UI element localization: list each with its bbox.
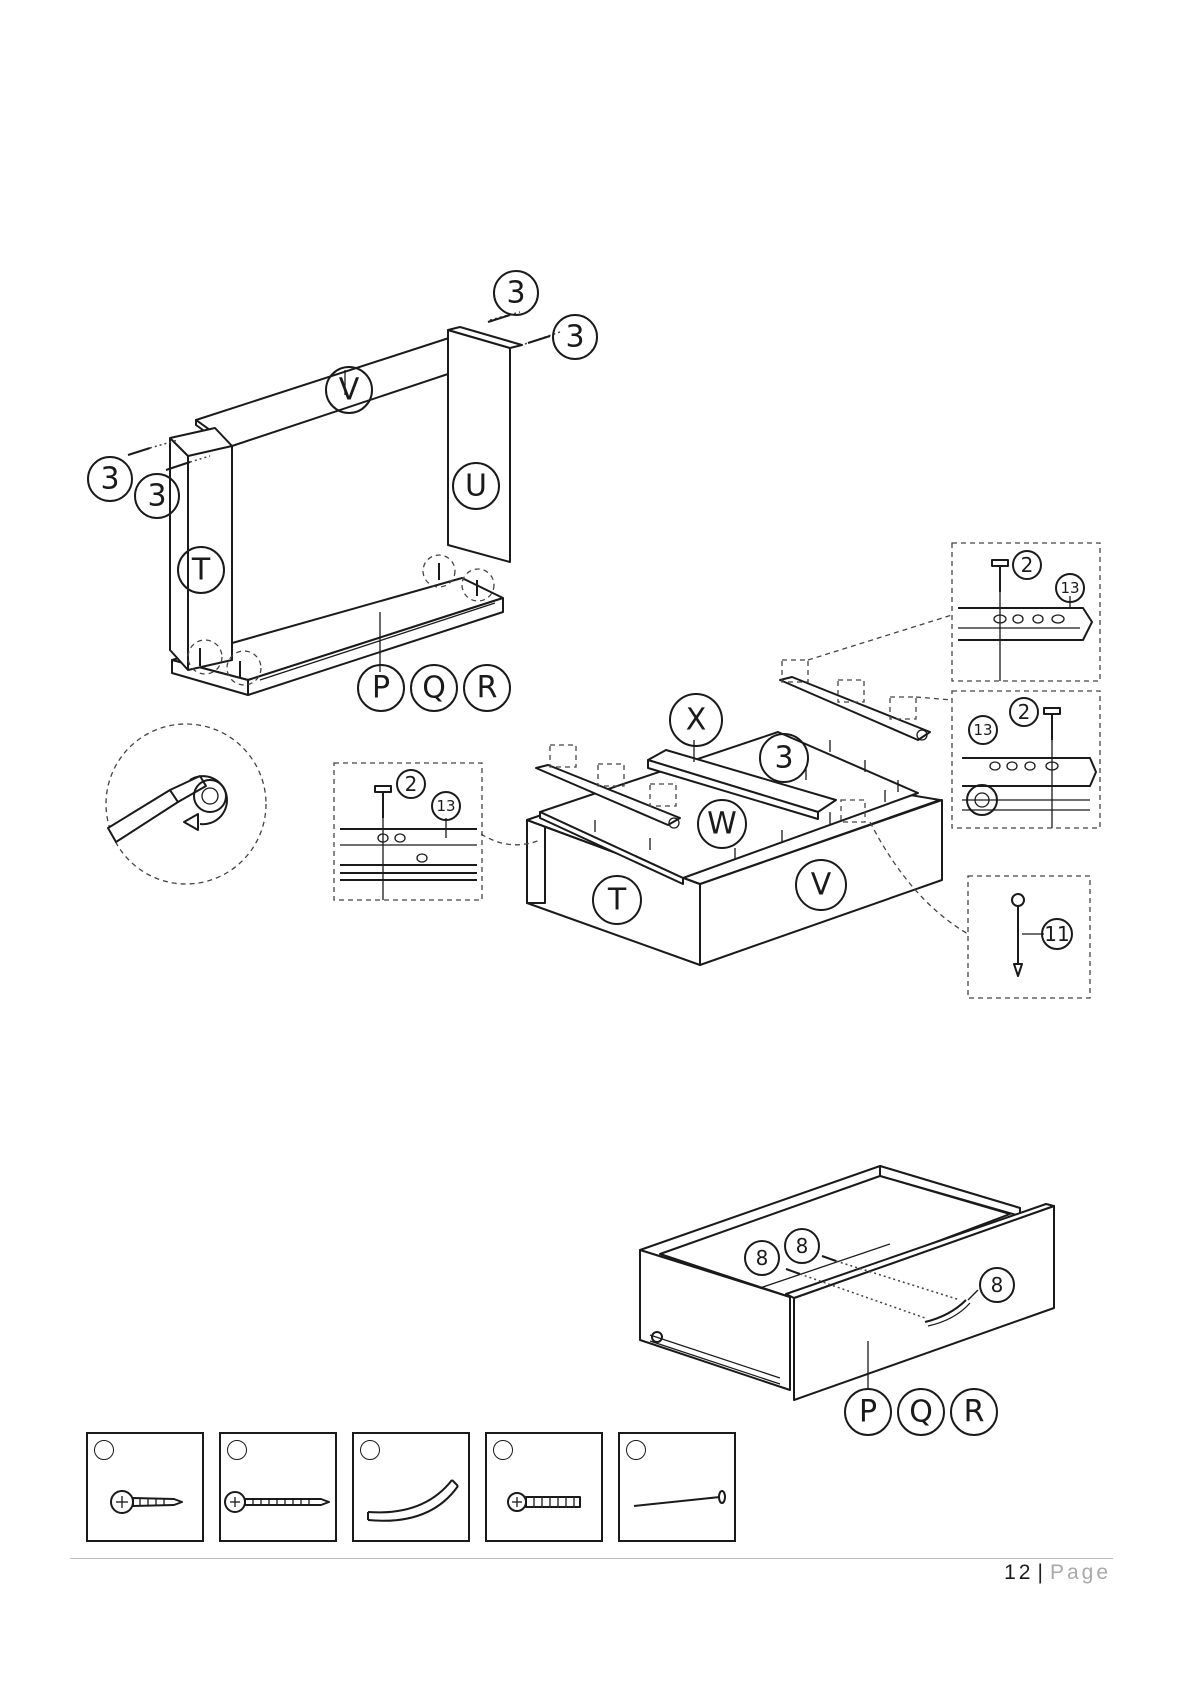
callout-screw-3-middle: 3 — [774, 741, 793, 776]
step-bottom-drawer: 8 8 8 P Q R — [640, 1166, 1054, 1435]
callout-screw-3d: 3 — [147, 479, 166, 514]
handle-icon — [354, 1464, 468, 1540]
label-panel-t-middle: T — [607, 883, 627, 918]
callout-runner-13-mid-right: 13 — [973, 721, 992, 739]
hardware-number — [626, 1440, 646, 1460]
screwdriver-detail — [106, 724, 266, 884]
page-separator: | — [1037, 1561, 1045, 1584]
page-word: Page — [1050, 1561, 1111, 1584]
callout-runner-13-left: 13 — [436, 797, 455, 815]
label-r-bottom: R — [964, 1395, 985, 1430]
detail-nail: 11 — [968, 876, 1090, 998]
hardware-item — [618, 1432, 736, 1542]
hardware-item — [485, 1432, 603, 1542]
hardware-number — [227, 1440, 247, 1460]
callout-nail-11: 11 — [1044, 922, 1069, 946]
label-panel-t: T — [191, 553, 211, 588]
detail-runner-top-right: 2 13 — [952, 543, 1100, 681]
hardware-item — [86, 1432, 204, 1542]
callout-screw-8b: 8 — [796, 1234, 809, 1258]
hardware-number — [360, 1440, 380, 1460]
page-number: 12|Page — [1004, 1561, 1111, 1585]
short-screw-icon — [88, 1464, 202, 1540]
detail-runner-left: 2 13 — [334, 763, 482, 900]
callout-screw-8a: 8 — [756, 1246, 769, 1270]
callout-runner-13-top-right: 13 — [1060, 579, 1079, 597]
callout-screw-2-mid-right: 2 — [1018, 700, 1031, 724]
label-panel-u: U — [465, 469, 487, 504]
detail-runner-mid-right: 2 13 — [952, 691, 1100, 828]
page-number-value: 12 — [1004, 1561, 1033, 1584]
nail-icon — [620, 1464, 734, 1540]
machine-screw-icon — [487, 1464, 601, 1540]
callout-screw-3a: 3 — [506, 276, 525, 311]
step-top-frame: 3 3 3 3 V U T P Q R — [88, 271, 597, 711]
callout-screw-8c: 8 — [991, 1273, 1004, 1297]
label-r-top: R — [477, 671, 498, 706]
label-p-top: P — [372, 671, 390, 706]
label-panel-v-middle: V — [811, 868, 832, 903]
callout-screw-2-top-right: 2 — [1021, 553, 1034, 577]
hardware-item — [219, 1432, 337, 1542]
callout-screw-2-left: 2 — [405, 772, 418, 796]
hardware-item — [352, 1432, 470, 1542]
callout-screw-3c: 3 — [100, 462, 119, 497]
label-q-top: Q — [422, 671, 446, 706]
hardware-legend — [86, 1432, 736, 1542]
label-p-bottom: P — [859, 1395, 877, 1430]
label-panel-w: W — [707, 807, 737, 842]
label-panel-x: X — [686, 703, 707, 738]
label-q-bottom: Q — [909, 1395, 933, 1430]
hardware-number — [493, 1440, 513, 1460]
hardware-number — [94, 1440, 114, 1460]
label-panel-v: V — [339, 373, 360, 408]
long-screw-icon — [221, 1464, 335, 1540]
footer-rule — [70, 1558, 1113, 1559]
callout-screw-3b: 3 — [565, 320, 584, 355]
step-middle-drawer: X 3 W T V — [481, 615, 968, 965]
